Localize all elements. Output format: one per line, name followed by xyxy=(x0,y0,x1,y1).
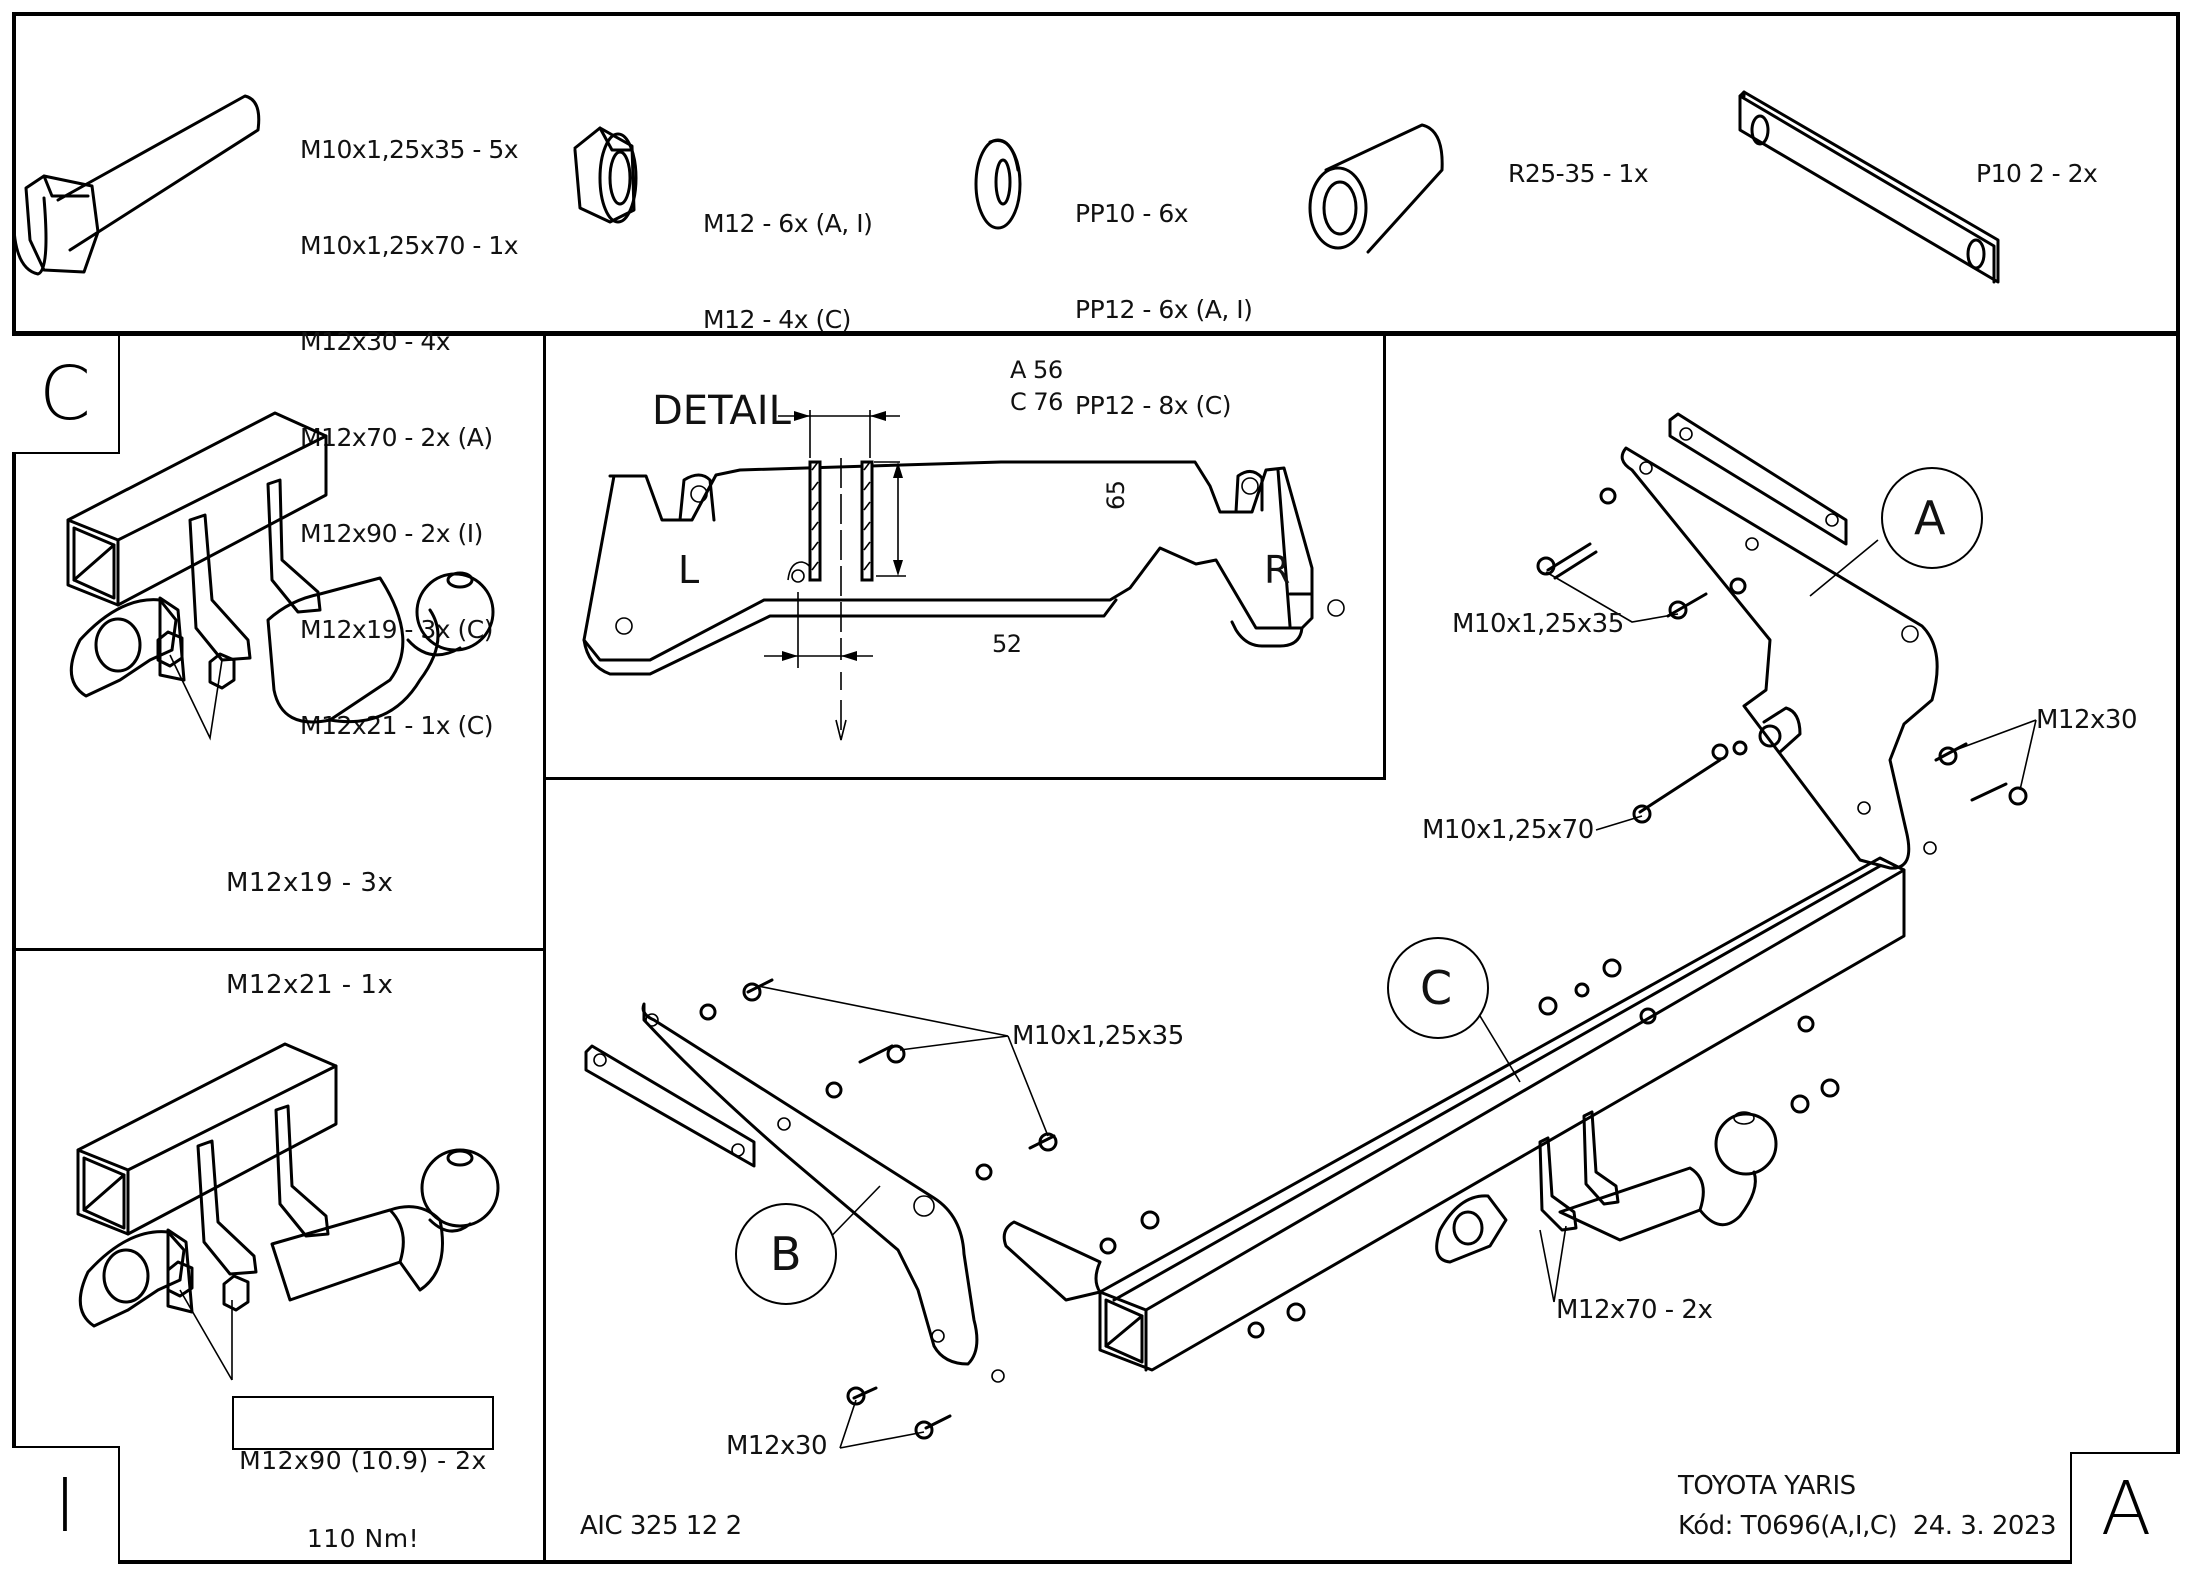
bolt-line: M10x1,25x35 - 5x xyxy=(300,135,519,164)
detail-title: DETAIL xyxy=(652,388,791,434)
bubble-c-label: C xyxy=(1420,961,1452,1015)
plate-label: P10 2 - 2x xyxy=(1976,159,2098,188)
spacer-tube-icon xyxy=(1308,123,1444,254)
washer-line: PP12 - 6x (A, I) xyxy=(1075,295,1253,324)
dim-a56: A 56 xyxy=(1010,356,1063,384)
tow-bar-c-illustration xyxy=(66,411,495,741)
callout-line: M12x21 - 1x xyxy=(226,970,394,1000)
dim-52: 52 xyxy=(992,630,1022,658)
detail-left-label: L xyxy=(678,548,699,592)
callout-a-upper-bolts: M10x1,25x35 xyxy=(1452,609,1624,639)
panel-i-callout-box xyxy=(232,1396,494,1450)
washers-list: PP10 - 6x PP12 - 6x (A, I) PP12 - 8x (C) xyxy=(1075,134,1253,454)
tow-ball-assembly xyxy=(1435,1110,1778,1264)
panel-c-i-divider xyxy=(12,948,545,951)
hex-bolt-icon xyxy=(12,94,261,276)
callout-ball-bolts: M12x70 - 2x xyxy=(1556,1295,1713,1325)
flat-plate-icon xyxy=(1738,90,2000,284)
bracket-a xyxy=(1620,412,1939,870)
callout-b-lower-bolts: M12x30 xyxy=(726,1431,828,1461)
nuts-list: M12 - 6x (A, I) M12 - 4x (C) xyxy=(703,144,873,368)
panel-i-callout: M12x90 (10.9) - 2x 110 Nm! xyxy=(232,1396,494,1578)
callout-a-side-bolts: M12x30 xyxy=(2036,705,2138,735)
callout-bubble-c xyxy=(1387,937,1489,1039)
callout-line: M12x19 - 3x xyxy=(226,868,394,898)
bolt-line: M12x30 - 4x xyxy=(300,327,451,356)
mount-slot-right xyxy=(860,460,874,582)
callout-bubble-a xyxy=(1881,467,1983,569)
tow-bar-i-illustration xyxy=(76,1042,500,1381)
drawing-frame xyxy=(12,12,2180,1564)
variant-corner-label: A xyxy=(2070,1452,2180,1564)
bracket-b xyxy=(584,1002,1102,1383)
hex-nut-icon xyxy=(573,126,638,224)
bubble-b-label: B xyxy=(770,1227,802,1281)
callout-a-long-bolt: M10x1,25x70 xyxy=(1422,815,1594,845)
cross-member-outline xyxy=(582,460,1345,676)
parts-divider xyxy=(12,331,2180,336)
washer-line: PP10 - 6x xyxy=(1075,199,1189,228)
spacer-label: R25-35 - 1x xyxy=(1508,159,1649,188)
panel-c-callout: M12x19 - 3x M12x21 - 1x xyxy=(226,798,393,1036)
leader-lines xyxy=(757,539,2037,1449)
panel-i-corner-label: I xyxy=(12,1446,120,1564)
washer-icon xyxy=(974,138,1022,230)
bubble-a-label: A xyxy=(1914,491,1945,545)
vehicle-model: TOYOTA YARIS xyxy=(1678,1471,1856,1501)
cross-tube-c xyxy=(1098,856,1906,1372)
detail-right-label: R xyxy=(1264,548,1290,592)
callout-bubble-b xyxy=(735,1203,837,1305)
nut-line: M12 - 4x (C) xyxy=(703,305,851,334)
drawing-number: AIC 325 12 2 xyxy=(580,1511,742,1541)
mount-slot-left xyxy=(808,460,822,582)
product-code-and-date: Kód: T0696(A,I,C) 24. 3. 2023 xyxy=(1678,1511,2057,1541)
dim-c76: C 76 xyxy=(1010,388,1063,416)
washer-line: PP12 - 8x (C) xyxy=(1075,391,1232,420)
bolt-line: M12x70 - 2x (A) xyxy=(300,423,493,452)
detail-box xyxy=(544,334,1386,780)
callout-b-upper-bolts: M10x1,25x35 xyxy=(1012,1021,1184,1051)
torque-warning: 110 Nm! xyxy=(306,1524,420,1553)
bolt-line: M10x1,25x70 - 1x xyxy=(300,231,519,260)
fasteners xyxy=(699,487,2028,1440)
bolt-line: M12x90 - 2x (I) xyxy=(300,519,483,548)
panel-c-corner-label: C xyxy=(12,336,120,454)
callout-line: M12x90 (10.9) - 2x xyxy=(239,1446,487,1475)
bolts-list: M10x1,25x35 - 5x M10x1,25x70 - 1x M12x30… xyxy=(300,70,519,774)
nut-line: M12 - 6x (A, I) xyxy=(703,209,873,238)
